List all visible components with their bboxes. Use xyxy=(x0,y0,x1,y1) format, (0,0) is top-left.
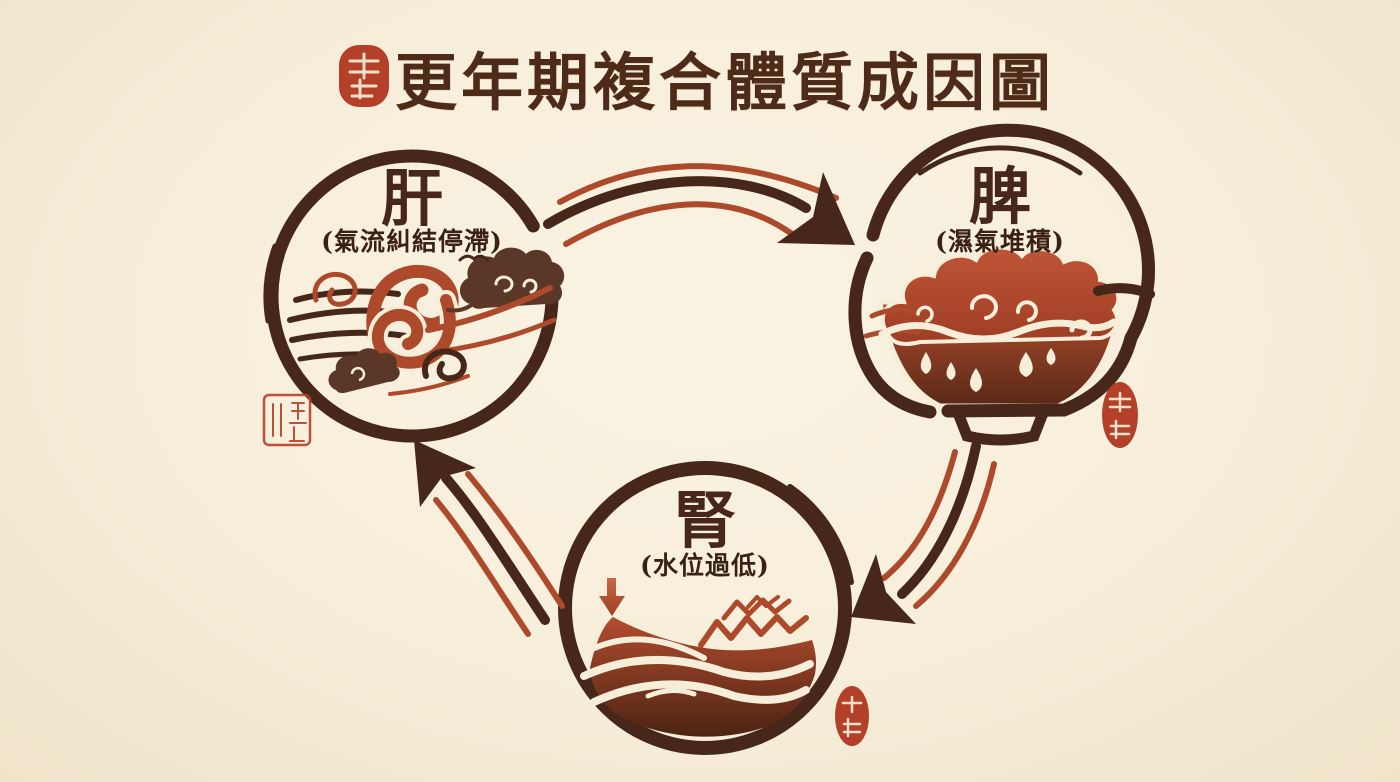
kidney-ring xyxy=(558,461,854,755)
cycle-arrow-spleen-to-kidney xyxy=(851,441,997,624)
water-level-drop-arrow-icon xyxy=(599,578,625,616)
arrowhead-downleft-icon xyxy=(851,554,916,624)
drip-drops-icon xyxy=(920,348,1056,392)
liver-motif-wind-knot-icon xyxy=(287,247,565,396)
spleen-ring-bowl xyxy=(848,123,1155,419)
wave-crests-icon xyxy=(698,595,809,648)
liver-seal-icon xyxy=(262,393,312,447)
spleen-seal-icon xyxy=(1102,382,1138,448)
arrowhead-upleft-icon xyxy=(414,440,476,507)
arrowhead-right-icon xyxy=(777,172,855,245)
cycle-arrow-liver-to-spleen xyxy=(543,163,855,247)
bowl-outline-icon xyxy=(941,283,1155,446)
title-seal-icon xyxy=(339,45,389,107)
bird-icon xyxy=(458,254,489,262)
cycle-arrow-kidney-to-liver xyxy=(414,440,565,637)
spleen-motif-damp-bowl-icon xyxy=(863,245,1155,446)
kidney-motif-low-water-icon xyxy=(580,578,816,737)
kidney-seal-icon xyxy=(835,686,869,746)
